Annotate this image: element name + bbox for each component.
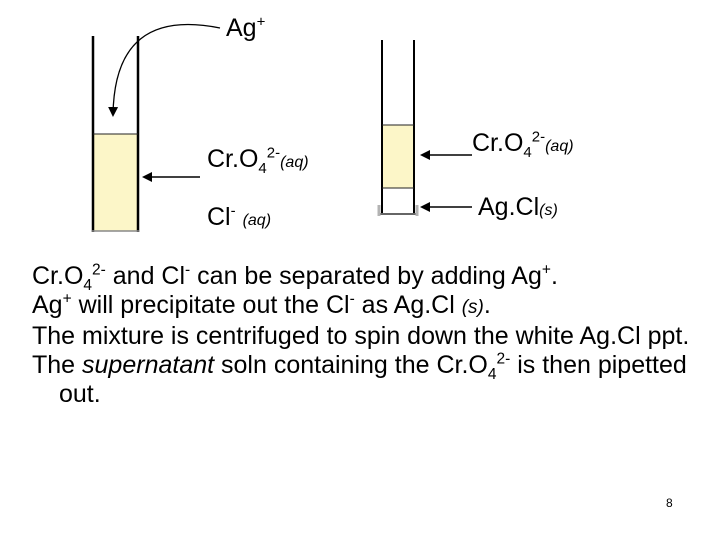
left-tube-chloride-label: Cl- (aq) (207, 202, 272, 231)
right-tube-precipitate (382, 188, 414, 215)
right-tube-chromate-label: Cr.O42-(aq) (472, 128, 574, 161)
explanation-text: Cr.O42- and Cl- can be separated by addi… (32, 262, 712, 409)
left-tube-chromate-label: Cr.O42-(aq) (207, 144, 309, 177)
add-reagent-arrow (108, 23, 221, 117)
bullet-precipitation: Ag+ will precipitate out the Cl- as Ag.C… (32, 290, 491, 319)
left-test-tube (91, 36, 140, 232)
bullet-centrifuge: The mixture is centrifuged to spin down … (32, 322, 690, 350)
test-tube-diagram (91, 23, 472, 232)
left-tube-solution (93, 134, 138, 231)
page-number: 8 (666, 496, 673, 510)
bullet-separation: Cr.O42- and Cl- can be separated by addi… (32, 261, 558, 294)
bullet-supernatant: The supernatant soln containing the Cr.O… (32, 350, 687, 408)
reagent-label: Ag+ (226, 13, 266, 42)
right-tube-silver-chloride-label: Ag.Cl(s) (478, 193, 558, 221)
right-tube-supernatant (382, 125, 414, 188)
right-test-tube (377, 40, 419, 216)
